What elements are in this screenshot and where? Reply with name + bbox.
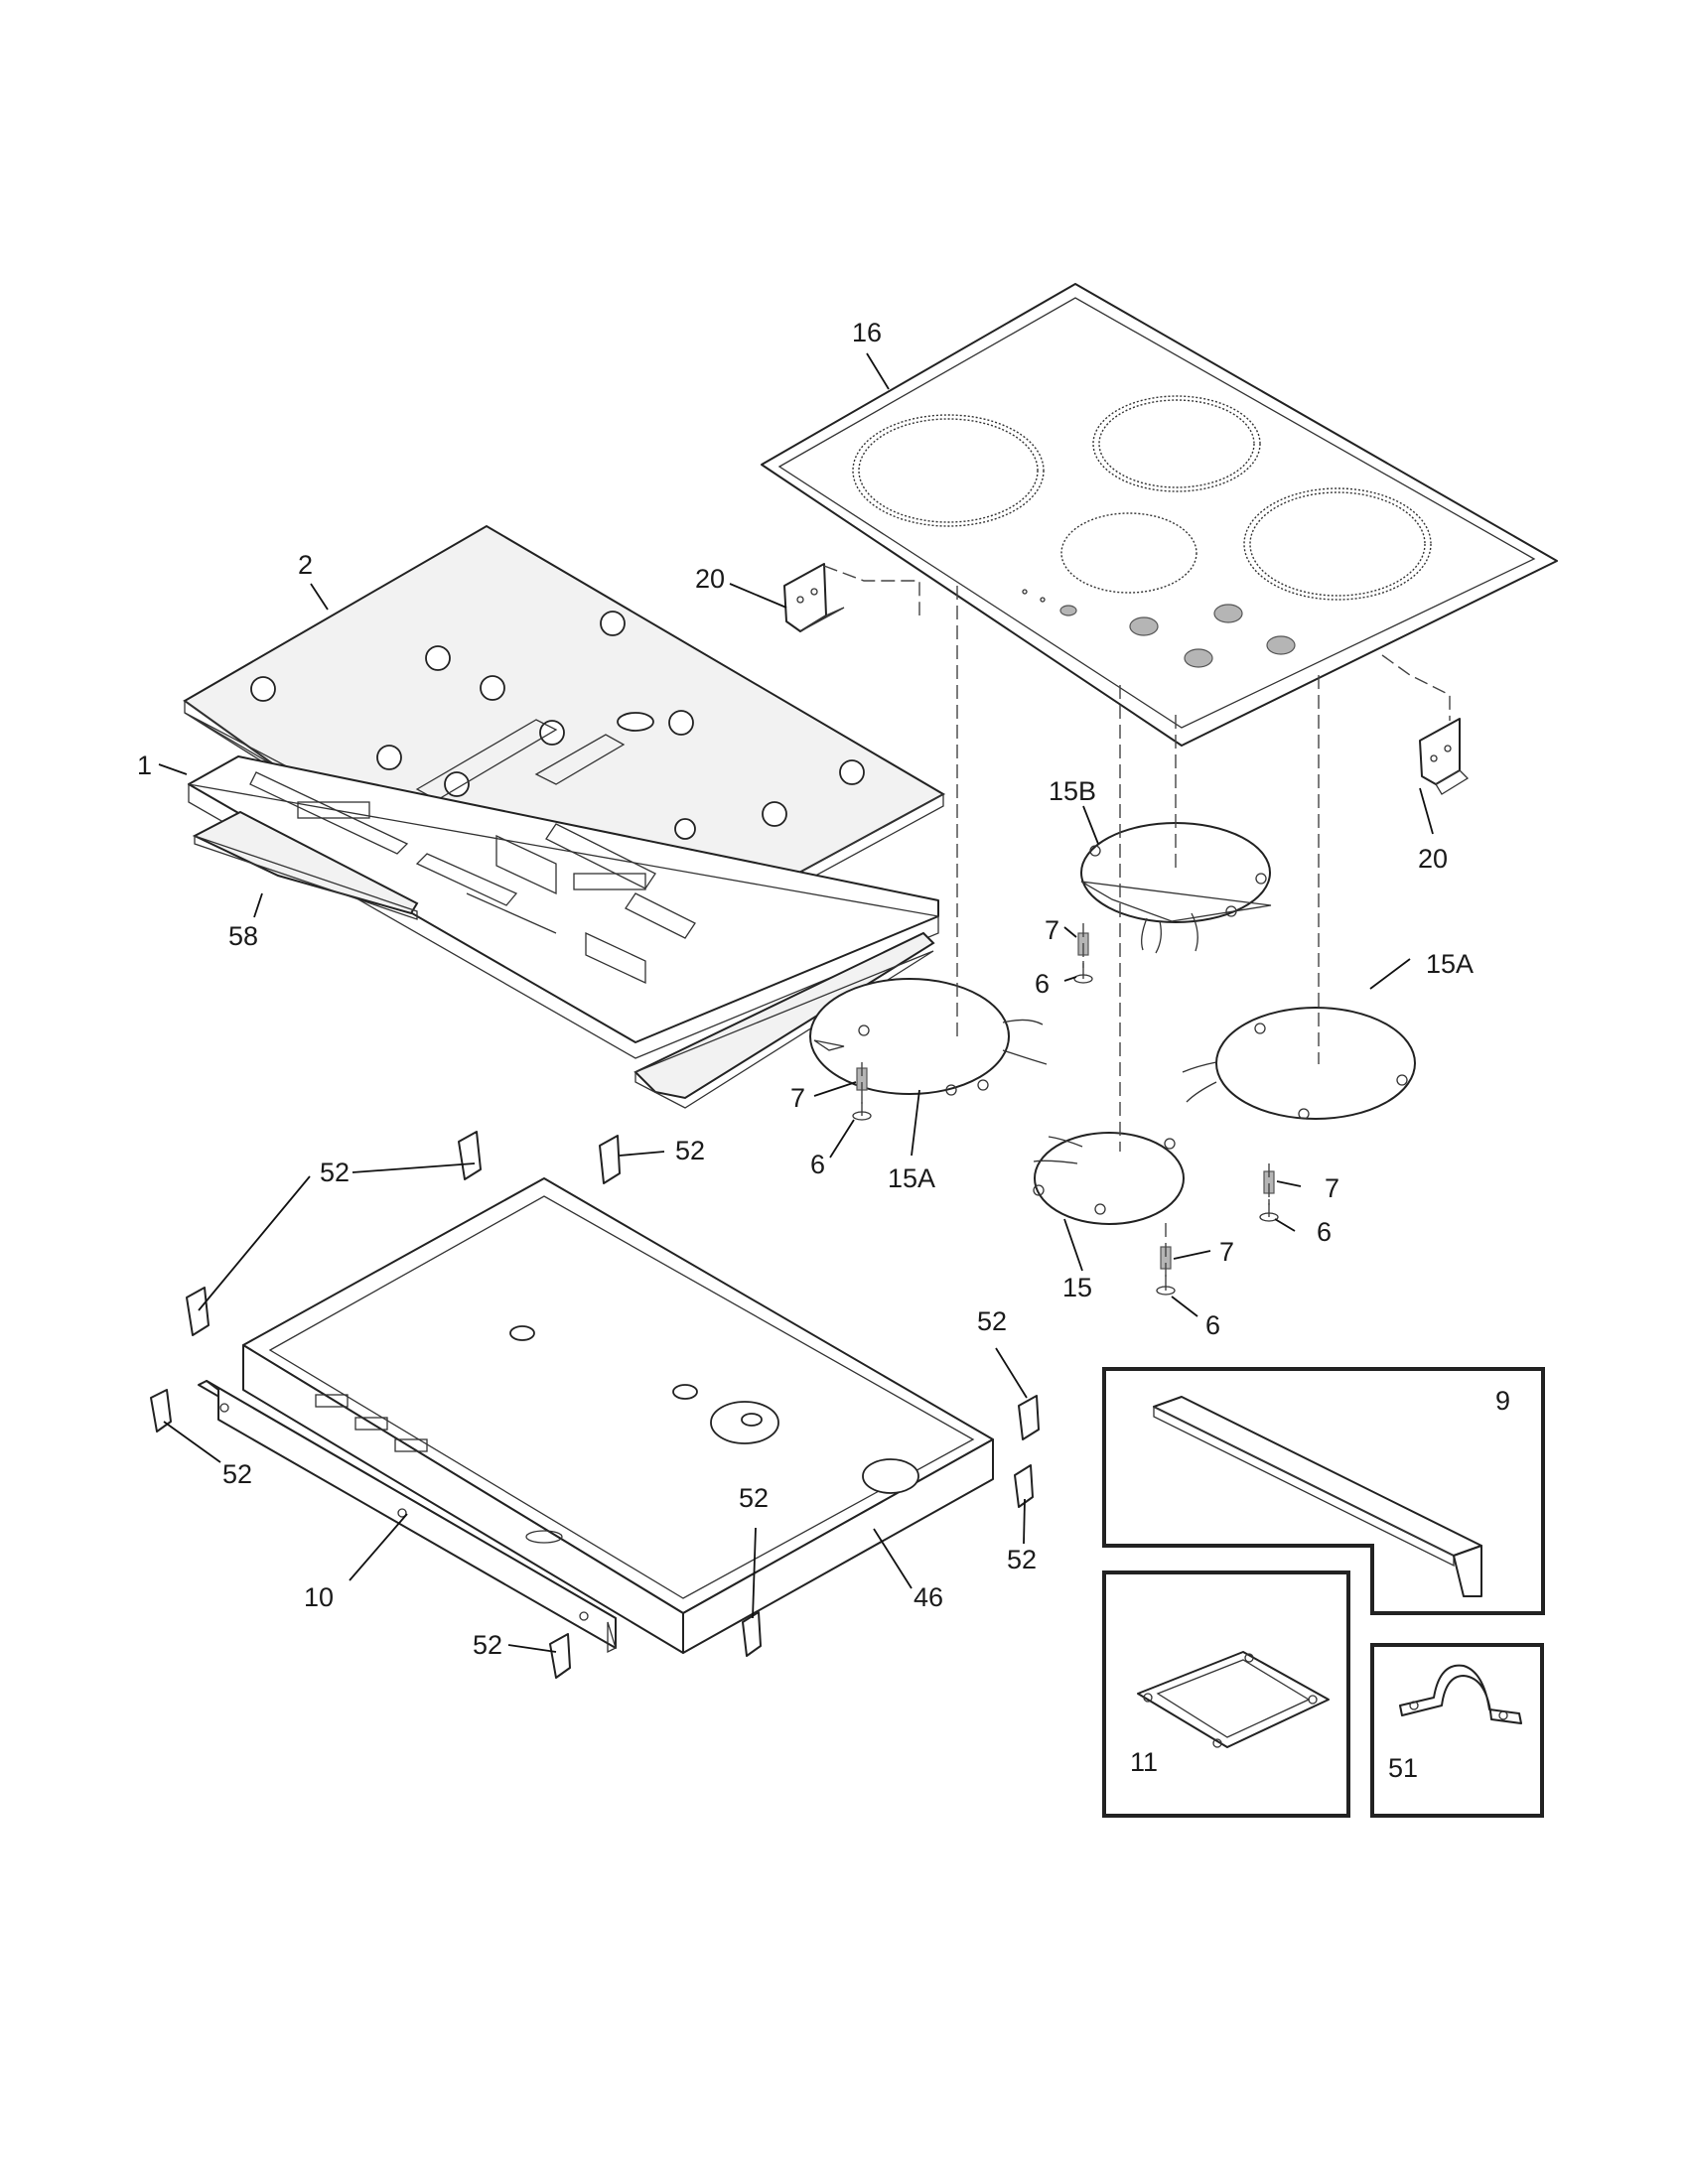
bracket-11-part[interactable] (1137, 1651, 1330, 1748)
alignment-lines (823, 565, 1451, 1281)
label-7-d: 7 (1219, 1237, 1234, 1267)
label-15B: 15B (1049, 776, 1096, 806)
label-15A-right: 15A (1426, 949, 1474, 979)
label-6-c: 6 (1317, 1217, 1332, 1247)
label-20-left: 20 (695, 564, 725, 594)
bracket-left-part[interactable] (783, 563, 845, 632)
clip-52-b[interactable] (599, 1135, 621, 1184)
label-6-d: 6 (1205, 1310, 1220, 1340)
front-trim-part[interactable] (198, 1380, 617, 1654)
heating-element-15A-right[interactable] (1182, 1007, 1416, 1120)
label-7-c: 7 (1325, 1173, 1339, 1203)
label-16: 16 (852, 318, 882, 347)
heating-element-15[interactable] (1033, 1132, 1185, 1225)
callout-labels: 16 2 20 20 1 58 15B 7 6 15A 7 6 15A 7 6 … (137, 318, 1510, 1783)
label-58: 58 (228, 921, 258, 951)
label-1: 1 (137, 751, 152, 780)
label-51: 51 (1388, 1753, 1418, 1783)
heating-element-15A-left[interactable] (809, 978, 1048, 1096)
cooktop-frame-part[interactable] (188, 755, 939, 1059)
clip-52-c[interactable] (186, 1287, 210, 1336)
label-6-b: 6 (810, 1150, 825, 1179)
label-15A-left: 15A (888, 1163, 935, 1193)
label-52-left: 52 (222, 1459, 252, 1489)
clip-52-a[interactable] (458, 1131, 482, 1180)
inset-51 (1370, 1643, 1544, 1818)
clip-52-e[interactable] (150, 1389, 172, 1433)
inset-11 (1102, 1570, 1350, 1818)
label-52-center: 52 (739, 1483, 769, 1513)
label-7-a: 7 (1045, 915, 1059, 945)
label-52-right: 52 (977, 1306, 1007, 1336)
clip-52-f[interactable] (1014, 1464, 1034, 1508)
label-46: 46 (914, 1582, 943, 1612)
label-52-top-right: 52 (675, 1136, 705, 1165)
insulation-bottom-part[interactable] (192, 810, 935, 1109)
screw-6-d[interactable] (1156, 1275, 1176, 1296)
screw-6-b[interactable] (852, 1096, 872, 1121)
label-11: 11 (1130, 1747, 1158, 1777)
glass-cooktop-part[interactable] (761, 283, 1558, 747)
label-15: 15 (1062, 1273, 1092, 1302)
label-52-right-lower: 52 (1007, 1545, 1037, 1574)
clip-52-h[interactable] (549, 1633, 571, 1679)
inset-9 (1102, 1367, 1545, 1615)
screw-6-c[interactable] (1259, 1199, 1279, 1222)
rail-9-part[interactable] (1153, 1396, 1482, 1597)
label-10: 10 (304, 1582, 334, 1612)
bracket-right-part[interactable] (1419, 718, 1470, 795)
label-20-right: 20 (1418, 844, 1448, 874)
label-9: 9 (1495, 1386, 1510, 1416)
leader-lines (158, 352, 1434, 1653)
label-52-bottom: 52 (473, 1630, 502, 1660)
clamp-51-part[interactable] (1399, 1664, 1522, 1724)
heating-element-15B[interactable] (1080, 822, 1272, 954)
label-2: 2 (298, 550, 313, 580)
label-52-top-left: 52 (320, 1158, 350, 1187)
bottom-box-part[interactable] (242, 1177, 994, 1654)
clip-52-d[interactable] (1018, 1395, 1040, 1440)
label-7-b: 7 (790, 1083, 805, 1113)
label-6-a: 6 (1035, 969, 1050, 999)
